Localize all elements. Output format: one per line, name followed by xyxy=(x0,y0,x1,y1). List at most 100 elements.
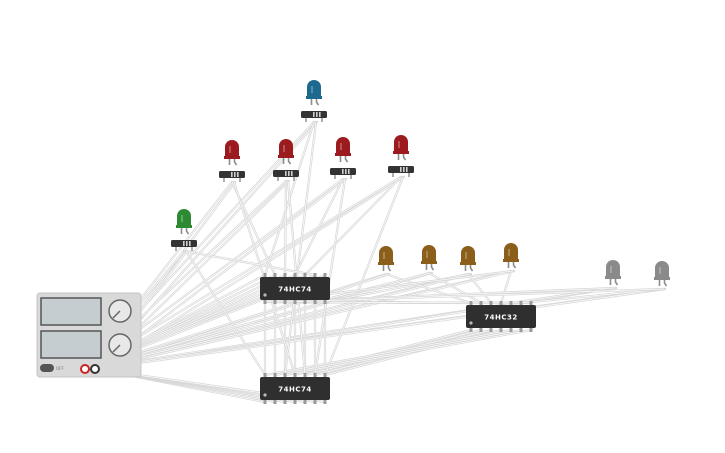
wire-highlight xyxy=(284,180,287,276)
chip-74hc74-bottom[interactable]: 74HC74 xyxy=(260,373,330,404)
chip-pin[interactable] xyxy=(479,328,483,332)
chip-pin[interactable] xyxy=(519,328,523,332)
power-supply[interactable]: OFF xyxy=(36,292,142,378)
led-leg xyxy=(287,157,292,165)
led-leg xyxy=(402,153,407,161)
chip-pin[interactable] xyxy=(323,273,327,277)
chip-pin[interactable] xyxy=(273,300,277,304)
resistor-band xyxy=(237,172,239,177)
led-gray-1[interactable] xyxy=(605,260,621,286)
wire-highlight xyxy=(264,329,512,376)
chip-pin[interactable] xyxy=(273,273,277,277)
chip-pin[interactable] xyxy=(313,300,317,304)
chip-pin[interactable] xyxy=(303,300,307,304)
led-amber-2[interactable] xyxy=(421,245,437,271)
resistor-band xyxy=(342,169,344,174)
chip-pin[interactable] xyxy=(469,301,473,305)
led-amber-3[interactable] xyxy=(460,246,476,272)
chip-pin[interactable] xyxy=(313,400,317,404)
resistor-band xyxy=(348,169,350,174)
led-shine xyxy=(610,266,612,273)
chip-74hc74-bottom-label: 74HC74 xyxy=(278,386,311,394)
led-gray-2[interactable] xyxy=(654,261,670,287)
chip-pin[interactable] xyxy=(283,300,287,304)
chip-pin[interactable] xyxy=(519,301,523,305)
chip-pin[interactable] xyxy=(293,300,297,304)
chip-pin[interactable] xyxy=(283,273,287,277)
chip-pin[interactable] xyxy=(303,373,307,377)
led-red-3[interactable] xyxy=(330,137,356,179)
chip-pin[interactable] xyxy=(499,301,503,305)
wire-highlight xyxy=(284,288,665,303)
chip-pin[interactable] xyxy=(293,373,297,377)
resistor-band xyxy=(285,171,287,176)
chip-pin[interactable] xyxy=(323,400,327,404)
psu-negative-terminal[interactable] xyxy=(90,364,100,374)
led-amber-4[interactable] xyxy=(503,243,519,269)
led-body xyxy=(394,135,408,154)
resistor-band xyxy=(316,112,318,117)
led-leg xyxy=(387,264,392,272)
chip-pin[interactable] xyxy=(489,301,493,305)
chip-pin[interactable] xyxy=(469,328,473,332)
chip-pin[interactable] xyxy=(509,301,513,305)
chip-pin[interactable] xyxy=(293,273,297,277)
psu-current-display xyxy=(40,330,102,359)
psu-positive-terminal[interactable] xyxy=(80,364,90,374)
led-shine xyxy=(426,251,428,258)
chip-pin[interactable] xyxy=(479,301,483,305)
wire-highlight xyxy=(185,250,266,376)
chip-pin[interactable] xyxy=(313,273,317,277)
led-rim xyxy=(378,262,394,265)
chip-pin[interactable] xyxy=(323,300,327,304)
chip-pin[interactable] xyxy=(263,373,267,377)
chip-pin[interactable] xyxy=(323,373,327,377)
led-shine xyxy=(398,141,400,148)
led-red-2[interactable] xyxy=(273,139,299,181)
led-shine xyxy=(181,215,183,222)
chip-74hc32-notch xyxy=(469,321,473,325)
chip-pin[interactable] xyxy=(263,300,267,304)
resistor-band xyxy=(403,167,405,172)
chip-pin[interactable] xyxy=(273,373,277,377)
resistor-band xyxy=(400,167,402,172)
led-red-1[interactable] xyxy=(219,140,245,182)
led-shine xyxy=(383,252,385,259)
chip-pin[interactable] xyxy=(489,328,493,332)
chip-pin[interactable] xyxy=(263,273,267,277)
chip-pin[interactable] xyxy=(293,400,297,404)
led-shine xyxy=(508,249,510,256)
led-blue[interactable] xyxy=(301,80,327,122)
chip-pin[interactable] xyxy=(499,328,503,332)
chip-pin[interactable] xyxy=(529,301,533,305)
resistor-band xyxy=(406,167,408,172)
resistor-band xyxy=(183,241,185,246)
chip-74hc74-top[interactable]: 74HC74 xyxy=(260,273,330,304)
chip-pin[interactable] xyxy=(529,328,533,332)
led-rim xyxy=(278,155,294,158)
wire-highlight xyxy=(183,250,316,276)
led-rim xyxy=(224,156,240,159)
led-body xyxy=(177,209,191,228)
chip-74hc32[interactable]: 74HC32 xyxy=(466,301,536,332)
chip-pin[interactable] xyxy=(263,400,267,404)
wire-highlight xyxy=(314,178,346,376)
wire-highlight xyxy=(428,272,482,304)
led-green[interactable] xyxy=(171,209,197,251)
psu-power-switch[interactable] xyxy=(40,364,54,372)
led-body xyxy=(336,137,350,156)
led-amber-1[interactable] xyxy=(378,246,394,272)
wire-highlight xyxy=(324,176,404,376)
chip-pin[interactable] xyxy=(303,400,307,404)
chip-74hc74-bottom-pins-top xyxy=(263,373,327,377)
chip-pin[interactable] xyxy=(283,373,287,377)
led-rim xyxy=(176,225,192,228)
chip-pin[interactable] xyxy=(273,400,277,404)
led-red-4[interactable] xyxy=(388,135,414,177)
chip-pin[interactable] xyxy=(283,400,287,404)
psu-current-knob-indicator xyxy=(112,344,121,353)
chip-pin[interactable] xyxy=(313,373,317,377)
chip-pin[interactable] xyxy=(303,273,307,277)
chip-pin[interactable] xyxy=(509,328,513,332)
